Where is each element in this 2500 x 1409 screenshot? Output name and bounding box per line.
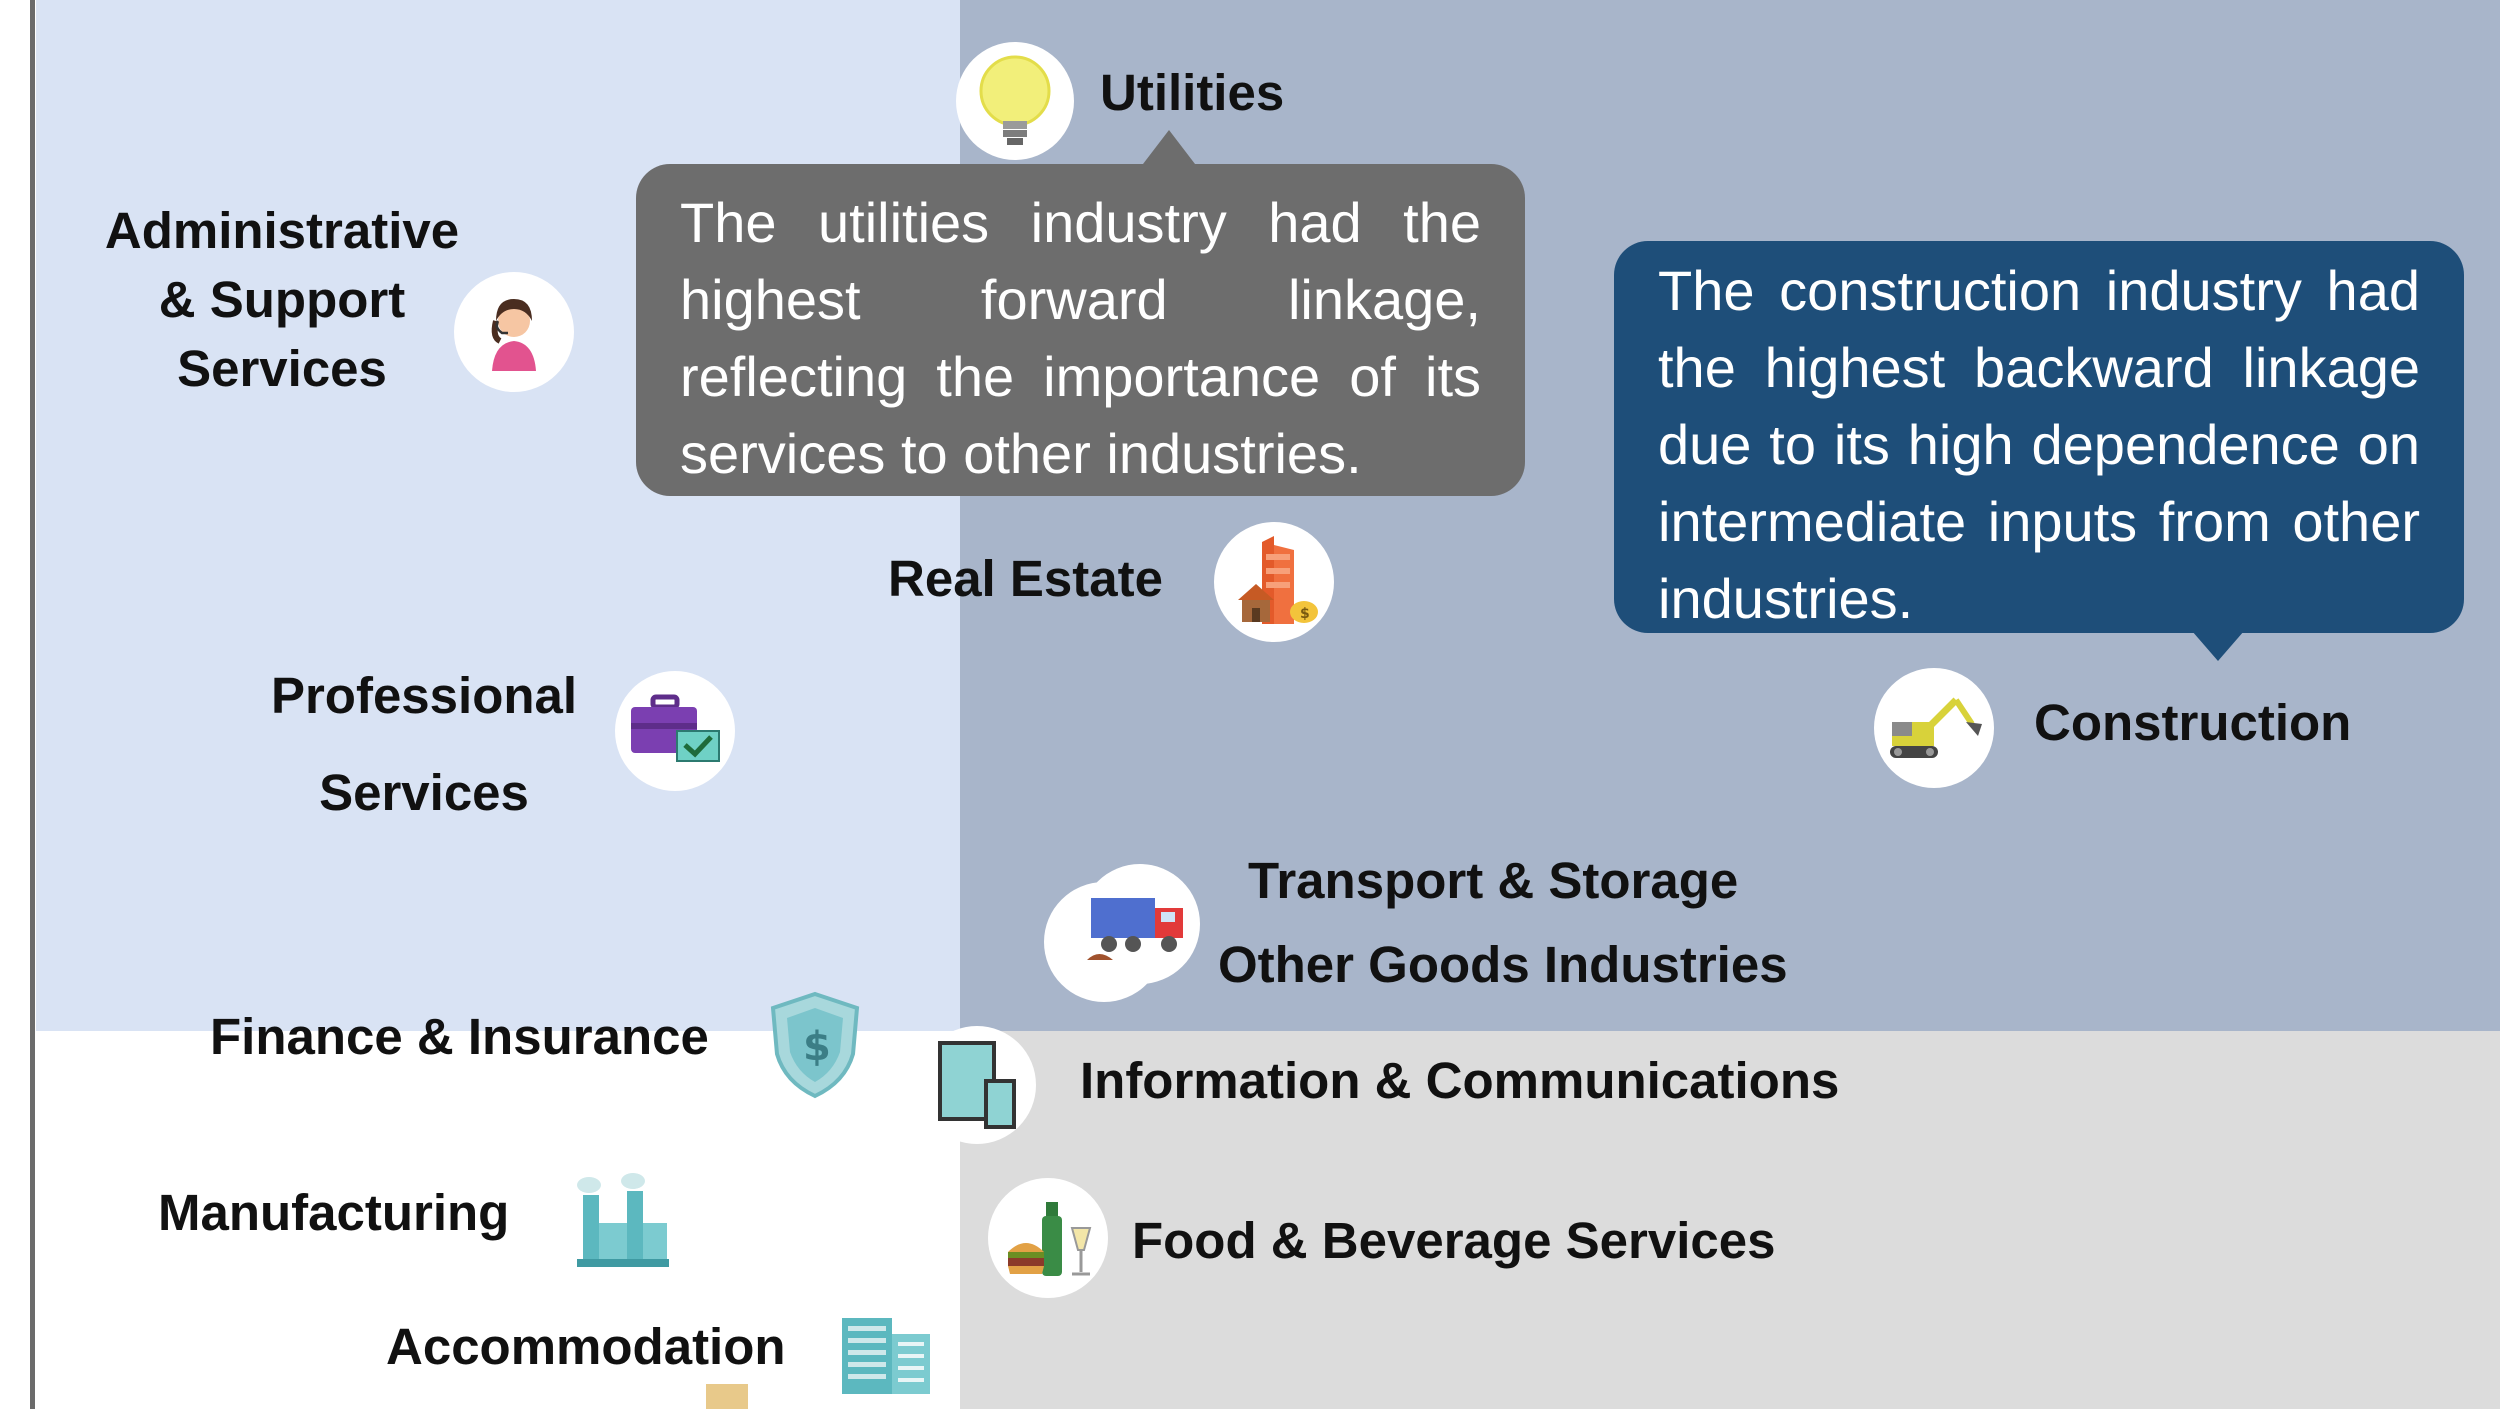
briefcase-icon <box>615 671 735 791</box>
utilities-callout: The utilities industry had the highest f… <box>636 164 1525 496</box>
construction-callout-pointer <box>2192 631 2244 661</box>
industry-finance-label: Finance & Insurance <box>210 1008 709 1065</box>
professional-label-line2: Services <box>319 764 529 822</box>
quadrant-top-left <box>36 0 960 1031</box>
industry-accommodation-label: Accommodation <box>386 1318 786 1375</box>
truck-icon <box>1080 864 1200 984</box>
industry-real-estate-label: Real Estate <box>888 550 1163 607</box>
industry-manufacturing-label: Manufacturing <box>158 1184 510 1241</box>
quadrant-bottom-right <box>960 1031 2500 1409</box>
quadrant-bottom-left <box>36 1031 960 1409</box>
industry-professional-label: Professional Services <box>264 665 584 823</box>
industry-utilities-label: Utilities <box>1100 64 1285 121</box>
svg-text:$: $ <box>803 1024 831 1070</box>
admin-label-line3: Services <box>177 340 387 398</box>
svg-text:$: $ <box>1300 606 1310 622</box>
industry-info-comm-label: Information & Communications <box>1080 1052 1840 1109</box>
industry-construction-label: Construction <box>2034 694 2352 751</box>
professional-label-line1: Professional <box>270 667 578 724</box>
industry-other-goods-label: Other Goods Industries <box>1218 936 1788 993</box>
industry-transport-label: Transport & Storage <box>1248 852 1739 909</box>
support-person-icon <box>454 272 574 392</box>
vertical-axis-line <box>30 0 35 1409</box>
devices-icon <box>918 1026 1036 1144</box>
admin-label-line2: & Support <box>158 271 406 329</box>
food-drink-icon <box>988 1178 1108 1298</box>
factory-icon <box>568 1166 678 1276</box>
shield-dollar-icon: $ <box>760 990 870 1100</box>
industry-admin-support-label: Administrative & Support Services <box>92 200 472 400</box>
lightbulb-icon <box>956 42 1074 160</box>
industry-food-beverage-label: Food & Beverage Services <box>1132 1212 1776 1269</box>
buildings-icon: $ <box>1214 522 1334 642</box>
excavator-icon <box>1874 668 1994 788</box>
partial-icon-cutoff <box>706 1384 748 1409</box>
admin-label-line1: Administrative <box>104 202 460 259</box>
utilities-callout-pointer <box>1143 130 1195 164</box>
construction-callout: The construction industry had the highes… <box>1614 241 2464 633</box>
hotel-icon <box>836 1316 936 1396</box>
